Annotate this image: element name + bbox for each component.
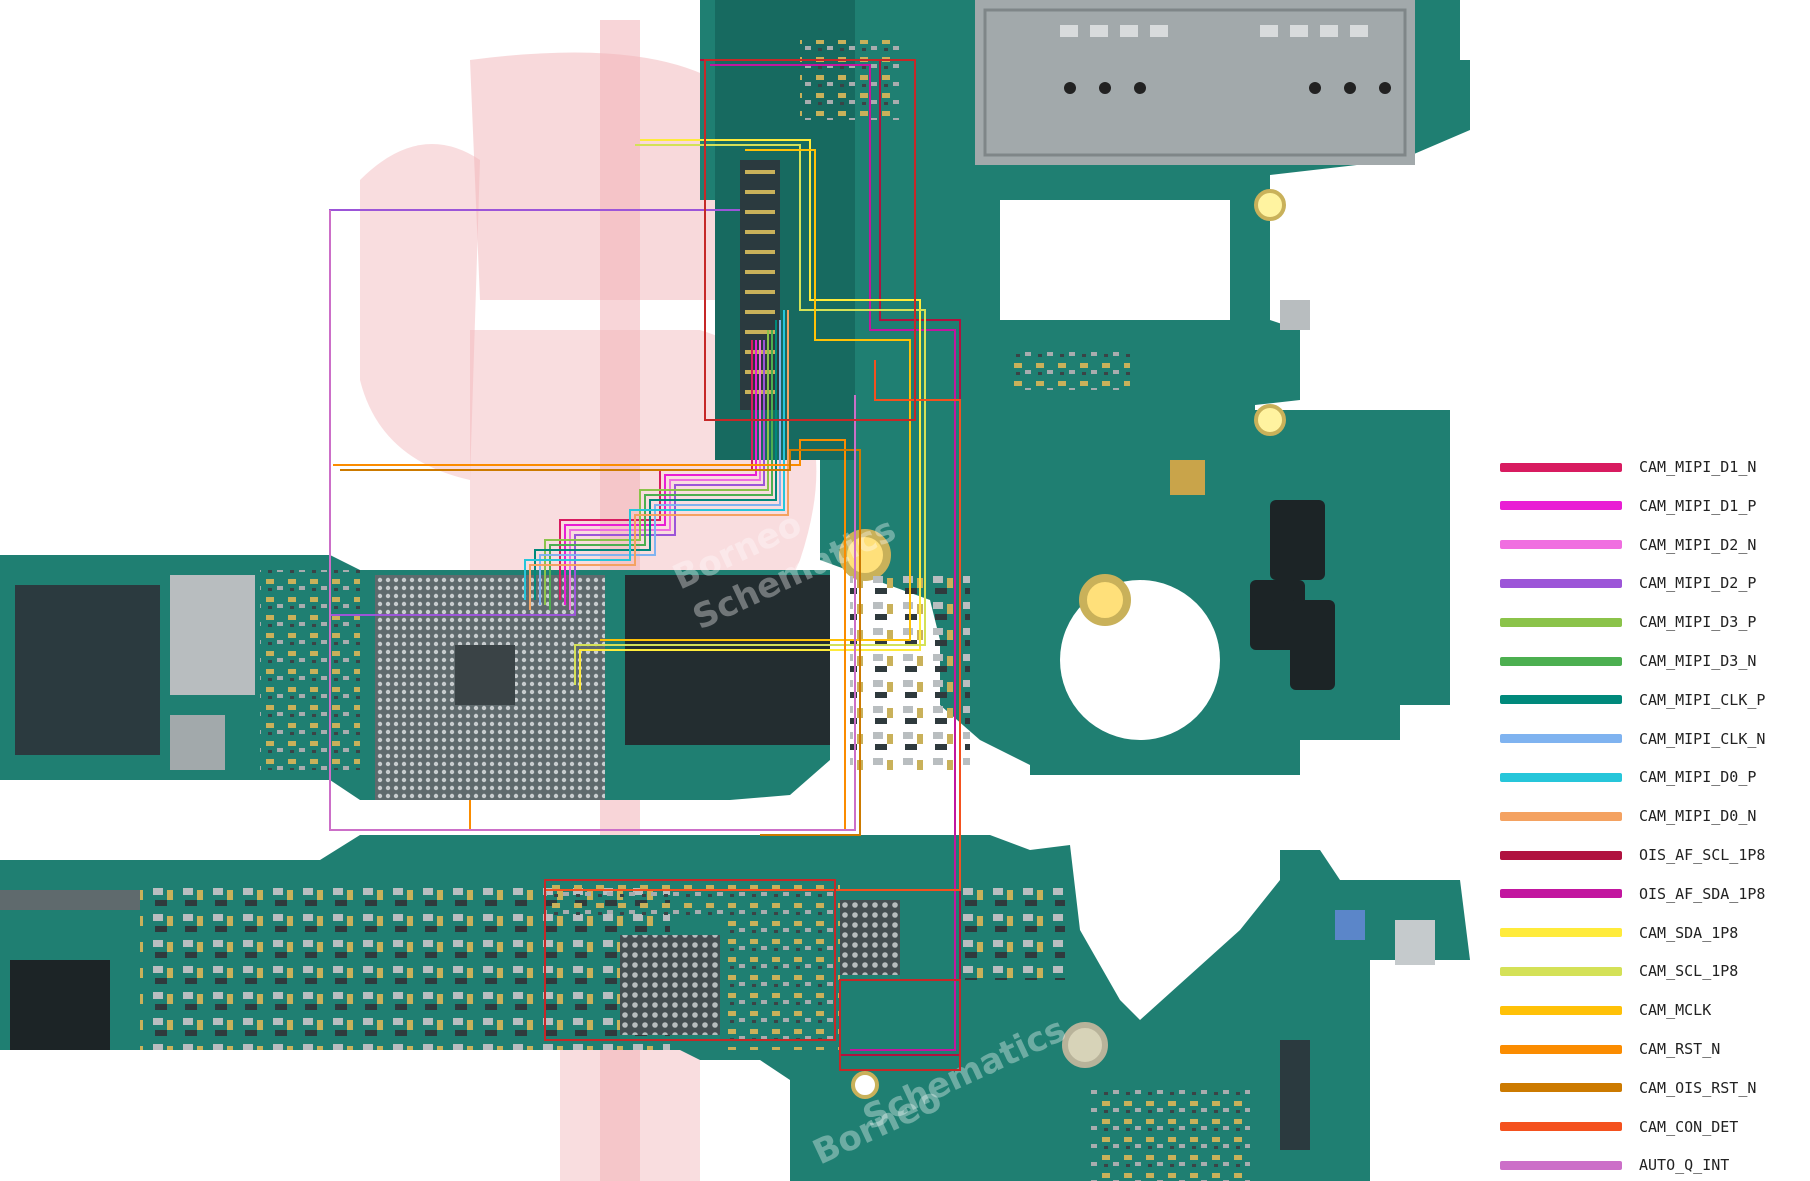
- legend-item: CAM_MCLK: [1500, 998, 1800, 1022]
- legend-item: CAM_CON_DET: [1500, 1115, 1800, 1139]
- legend-swatch: [1500, 695, 1622, 705]
- legend-swatch: [1500, 889, 1622, 899]
- legend-item: CAM_MIPI_D0_P: [1500, 765, 1800, 789]
- legend-swatch: [1500, 966, 1622, 976]
- trace-cam-con-det: [545, 360, 961, 891]
- legend-swatch: [1500, 501, 1622, 511]
- legend-item: CAM_MIPI_D3_N: [1500, 649, 1800, 673]
- trace-cam-scl-1p8: [574, 144, 926, 685]
- legend-label: CAM_MIPI_D0_N: [1639, 807, 1757, 826]
- legend-label: OIS_AF_SCL_1P8: [1639, 846, 1766, 864]
- legend-item: CAM_RST_N: [1500, 1037, 1800, 1061]
- pcb-lower-section: [0, 835, 1470, 1181]
- storage-chip: [625, 575, 830, 745]
- legend-item: OIS_AF_SCL_1P8: [1500, 843, 1800, 867]
- legend-swatch: [1500, 540, 1622, 550]
- legend-swatch: [1500, 578, 1622, 588]
- sim-card-tray: [975, 0, 1415, 165]
- signal-traces: [329, 59, 961, 1071]
- legend-item: CAM_MIPI_CLK_N: [1500, 727, 1800, 751]
- board-cutout: [1000, 200, 1230, 320]
- legend-item: AUTO_Q_INT: [1500, 1153, 1800, 1177]
- trace-cam-ois-rst-n: [340, 449, 861, 836]
- pcb-middle-section: [0, 555, 970, 800]
- legend-item: CAM_MIPI_CLK_P: [1500, 688, 1800, 712]
- legend-label: CAM_SCL_1P8: [1639, 962, 1739, 981]
- legend-item: CAM_MIPI_D1_P: [1500, 494, 1800, 518]
- highlight-box: [544, 879, 836, 1041]
- legend-label: CAM_OIS_RST_N: [1639, 1078, 1757, 1097]
- legend-item: CAM_MIPI_D3_P: [1500, 610, 1800, 634]
- legend-item: CAM_MIPI_D2_P: [1500, 571, 1800, 595]
- legend-item: CAM_OIS_RST_N: [1500, 1076, 1800, 1100]
- legend-swatch: [1500, 1044, 1622, 1054]
- legend-label: CAM_MIPI_D1_P: [1639, 496, 1757, 515]
- trace-cam-mipi-d0-n: [529, 310, 789, 610]
- legend-swatch: [1500, 811, 1622, 821]
- legend-label: CAM_MIPI_CLK_N: [1639, 729, 1766, 748]
- legend-label: CAM_MIPI_D3_P: [1639, 613, 1757, 632]
- legend-label: CAM_MIPI_D3_N: [1639, 652, 1757, 670]
- trace-cam-mipi-clk-n: [539, 320, 781, 605]
- legend-label: CAM_RST_N: [1639, 1040, 1721, 1058]
- legend-item: CAM_MIPI_D1_N: [1500, 455, 1800, 479]
- legend-label: CAM_MIPI_CLK_P: [1639, 690, 1766, 709]
- legend-item: CAM_MIPI_D0_N: [1500, 804, 1800, 828]
- trace-ois-af-sda-1p8: [710, 64, 956, 1051]
- legend-swatch: [1500, 462, 1622, 472]
- legend-swatch: [1500, 1005, 1622, 1015]
- legend-swatch: [1500, 1122, 1622, 1132]
- legend-swatch: [1500, 772, 1622, 782]
- legend-label: CAM_MIPI_D1_N: [1639, 458, 1757, 476]
- legend-label: CAM_MIPI_D0_P: [1639, 768, 1757, 787]
- trace-cam-mclk: [600, 149, 911, 641]
- legend-label: CAM_SDA_1P8: [1639, 923, 1739, 942]
- qr-code: [1170, 460, 1205, 495]
- trace-cam-sda-1p8: [579, 139, 921, 690]
- legend-label: OIS_AF_SDA_1P8: [1639, 884, 1766, 903]
- legend-item: CAM_SCL_1P8: [1500, 959, 1800, 983]
- memory-chip: [15, 585, 160, 755]
- legend-swatch: [1500, 656, 1622, 666]
- legend-swatch: [1500, 617, 1622, 627]
- trace-auto-q-int: [329, 210, 856, 831]
- trace-cam-mipi-d0-p: [524, 310, 785, 600]
- legend-swatch: [1500, 1083, 1622, 1093]
- legend-label: CAM_MIPI_D2_P: [1639, 574, 1757, 593]
- legend-label: CAM_MCLK: [1639, 1001, 1712, 1020]
- legend-swatch: [1500, 1160, 1622, 1170]
- legend-swatch: [1500, 928, 1622, 938]
- legend-swatch: [1500, 734, 1622, 744]
- pmic-chip: [620, 935, 720, 1035]
- highlight-box: [704, 59, 916, 421]
- legend-item: CAM_SDA_1P8: [1500, 921, 1800, 945]
- legend-label: AUTO_Q_INT: [1639, 1156, 1730, 1175]
- legend-item: CAM_MIPI_D2_N: [1500, 533, 1800, 557]
- legend-item: OIS_AF_SDA_1P8: [1500, 882, 1800, 906]
- highlight-box: [839, 979, 961, 1071]
- legend-label: CAM_MIPI_D2_N: [1639, 535, 1757, 554]
- legend-swatch: [1500, 850, 1622, 860]
- legend-label: CAM_CON_DET: [1639, 1117, 1739, 1136]
